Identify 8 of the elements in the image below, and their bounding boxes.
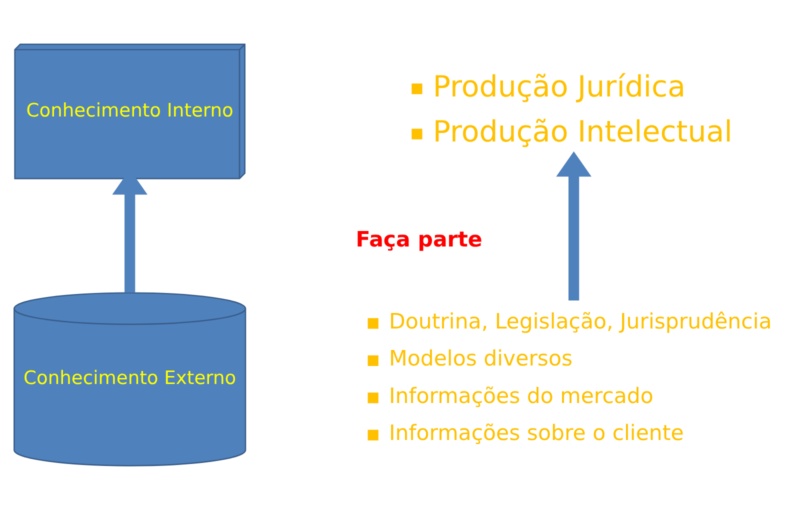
node-label: Produção Jurídica [432,69,686,104]
node-label: Informações sobre o cliente [389,421,684,446]
node-label: Produção Intelectual [432,114,732,148]
node-label: Modelos diversos [389,346,573,372]
node-label: Informações do mercado [389,384,654,409]
node-label: Doutrina, Legislação, Jurisprudência [389,310,772,335]
arrow [556,151,592,301]
edge-label: Faça parte [356,227,482,252]
